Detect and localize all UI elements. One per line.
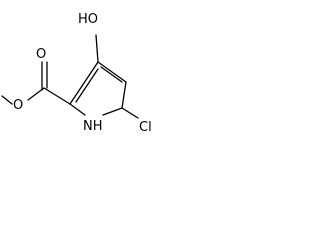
ester-oxygen-label: O [13,98,23,113]
bond-carbonyl-ester-o [27,87,45,101]
bond-c2-carbonyl [43,87,71,105]
chlorine-label: Cl [139,120,152,135]
bond-c5-cl [121,107,139,119]
bond-c5-n [102,107,123,116]
bond-ester-o-methyl [1,95,13,105]
bond-c3-c4 [97,61,127,83]
bond-c3-c4-inner [100,66,123,83]
bond-c3-oh [95,34,99,63]
chemical-structure-diagram: HO NH Cl O O [1,12,152,135]
bonds [1,34,139,119]
ring-nitrogen-label: NH [83,119,103,134]
bond-n-c2 [69,103,86,116]
structure-canvas: HO NH Cl O O [0,0,172,150]
bond-c2-c3-inner [75,68,99,103]
hydroxyl-label: HO [78,12,98,27]
bond-c4-c5 [121,81,127,109]
carbonyl-oxygen-label: O [36,47,46,62]
bond-c2-c3 [69,61,99,105]
